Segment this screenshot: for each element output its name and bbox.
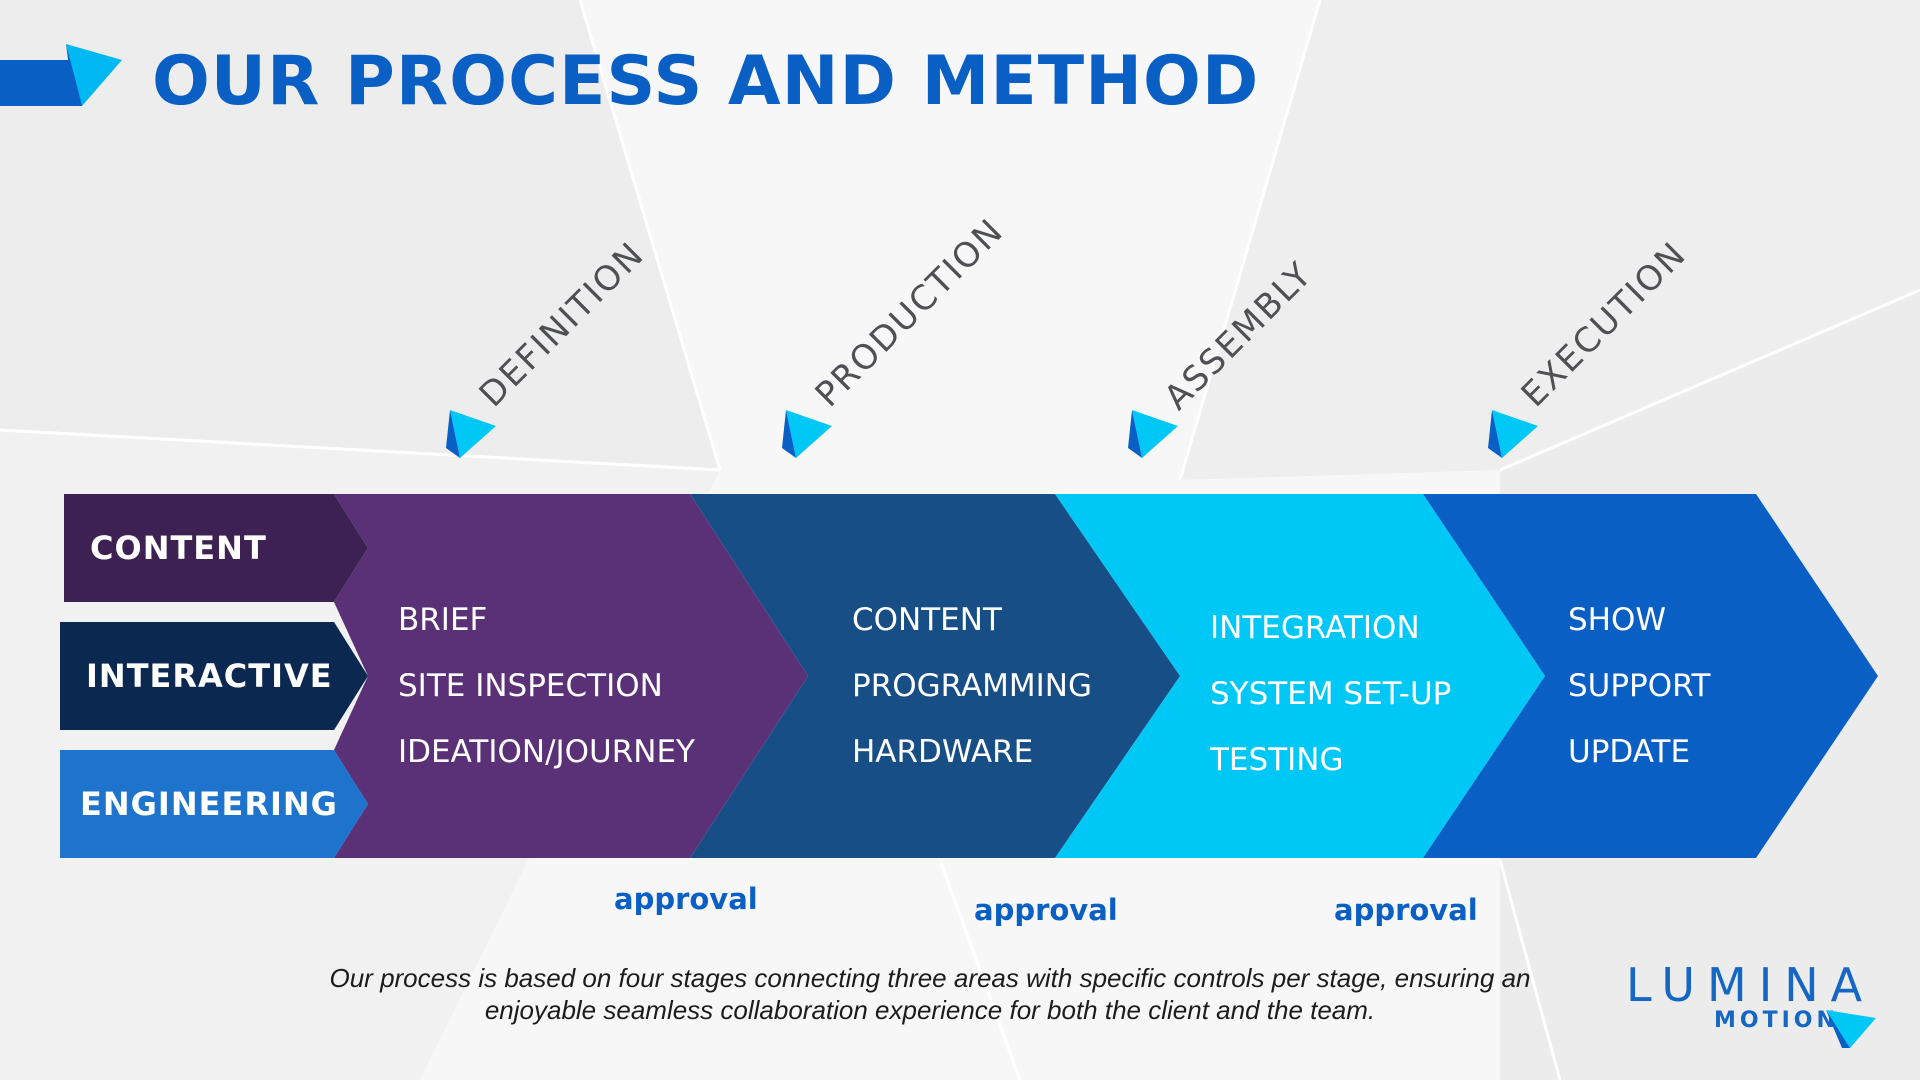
area-label-interactive: INTERACTIVE bbox=[86, 657, 333, 695]
production-arrow-icon bbox=[782, 410, 832, 458]
assembly-arrow-icon bbox=[1128, 410, 1178, 458]
production-item-2: PROGRAMMING bbox=[852, 668, 1092, 704]
logo-arrow-icon bbox=[1826, 1010, 1876, 1048]
area-bar-content bbox=[64, 494, 368, 602]
assembly-item-3: TESTING bbox=[1210, 742, 1344, 778]
area-bar-interactive bbox=[60, 622, 368, 730]
chevron-assembly bbox=[1055, 494, 1545, 858]
execution-item-2: SUPPORT bbox=[1568, 668, 1711, 704]
chevron-definition bbox=[334, 494, 808, 858]
approval-label-3: approval bbox=[1334, 893, 1478, 927]
chevron-production bbox=[690, 494, 1180, 858]
execution-item-1: SHOW bbox=[1568, 602, 1667, 638]
lumina-motion-logo: LUMINA MOTION bbox=[1620, 958, 1880, 1058]
execution-item-3: UPDATE bbox=[1568, 734, 1691, 770]
definition-arrow-icon bbox=[446, 410, 496, 458]
logo-subword: MOTION bbox=[1714, 1008, 1839, 1033]
area-label-content: CONTENT bbox=[90, 529, 267, 567]
area-bar-engineering bbox=[60, 750, 368, 858]
approval-label-1: approval bbox=[614, 882, 758, 916]
title-arrow-icon bbox=[0, 44, 122, 106]
chevron-execution bbox=[1423, 494, 1878, 858]
logo-word: LUMINA bbox=[1626, 958, 1875, 1012]
execution-arrow-icon bbox=[1488, 410, 1538, 458]
production-item-1: CONTENT bbox=[852, 602, 1002, 638]
approval-label-2: approval bbox=[974, 893, 1118, 927]
assembly-item-2: SYSTEM SET-UP bbox=[1210, 676, 1452, 712]
production-item-3: HARDWARE bbox=[852, 734, 1034, 770]
assembly-item-1: INTEGRATION bbox=[1210, 610, 1420, 646]
process-caption: Our process is based on four stages conn… bbox=[329, 963, 1531, 1025]
definition-item-1: BRIEF bbox=[398, 602, 488, 638]
page-title: OUR PROCESS AND METHOD bbox=[152, 42, 1260, 121]
area-label-engineering: ENGINEERING bbox=[80, 785, 338, 823]
definition-item-3: IDEATION/JOURNEY bbox=[398, 734, 695, 770]
definition-item-2: SITE INSPECTION bbox=[398, 668, 663, 704]
